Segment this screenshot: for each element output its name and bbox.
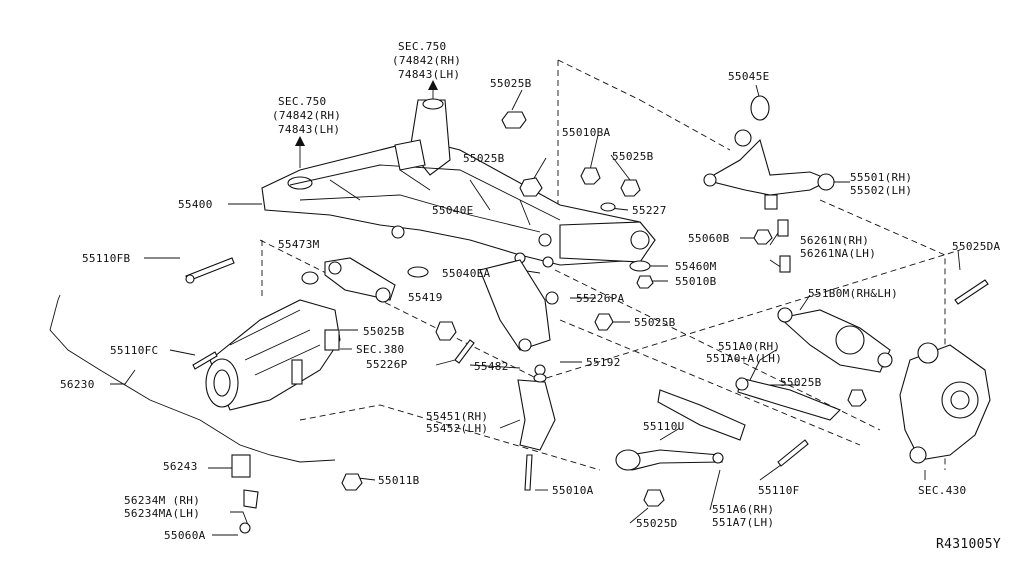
label-551a7[interactable]: 551A7(LH) xyxy=(712,516,774,529)
label-55502[interactable]: 55502(LH) xyxy=(850,184,912,197)
label-sec750-top[interactable]: SEC.750 xyxy=(398,40,446,53)
label-55226p[interactable]: 55226P xyxy=(366,358,408,371)
link-551a6 xyxy=(615,389,746,471)
upper-link-arm xyxy=(703,95,835,210)
label-74843-top[interactable]: 74843(LH) xyxy=(398,68,460,81)
label-74842-left[interactable]: (74842(RH) xyxy=(272,109,341,122)
label-55025b-mid[interactable]: 55025B xyxy=(463,152,505,165)
label-55011b[interactable]: 55011B xyxy=(378,474,420,487)
label-55010ba[interactable]: 55010BA xyxy=(562,126,611,139)
label-56243[interactable]: 56243 xyxy=(163,460,198,473)
label-55452[interactable]: 55452(LH) xyxy=(426,422,488,435)
label-55025b-top[interactable]: 55025B xyxy=(490,77,532,90)
label-sec430[interactable]: SEC.430 xyxy=(918,484,966,497)
part-labels: SEC.750 (74842(RH) 74843(LH) SEC.750 (74… xyxy=(60,40,1001,552)
label-55025d[interactable]: 55025D xyxy=(636,517,678,530)
label-55025b-center[interactable]: 55025B xyxy=(363,325,405,338)
label-55025da[interactable]: 55025DA xyxy=(952,240,1001,253)
label-55110f[interactable]: 55110F xyxy=(758,484,800,497)
label-55400[interactable]: 55400 xyxy=(178,198,213,211)
label-55025b-lower-right[interactable]: 55025B xyxy=(634,316,676,329)
label-55110u[interactable]: 55110U xyxy=(643,420,685,433)
label-55451[interactable]: 55451(RH) xyxy=(426,410,488,423)
label-56261n[interactable]: 56261N(RH) xyxy=(800,234,869,247)
label-74842-top[interactable]: (74842(RH) xyxy=(392,54,461,67)
label-55010b[interactable]: 55010B xyxy=(675,275,717,288)
label-551b0m[interactable]: 551B0M(RH&LH) xyxy=(808,287,898,300)
differential-carrier xyxy=(205,299,341,411)
label-55473m[interactable]: 55473M xyxy=(278,238,320,251)
lower-link-arm xyxy=(777,307,893,373)
label-55060a[interactable]: 55060A xyxy=(164,529,206,542)
label-56234ma[interactable]: 56234MA(LH) xyxy=(124,507,200,520)
label-55025b-right[interactable]: 55025B xyxy=(612,150,654,163)
label-55025b-link[interactable]: 55025B xyxy=(780,376,822,389)
label-55460m[interactable]: 55460M xyxy=(675,260,717,273)
label-551a6[interactable]: 551A6(RH) xyxy=(712,503,774,516)
label-551a0a[interactable]: 551A0+A(LH) xyxy=(706,352,782,365)
label-55010a[interactable]: 55010A xyxy=(552,484,594,497)
label-56234m[interactable]: 56234M (RH) xyxy=(124,494,200,507)
dashed-boundary xyxy=(259,59,961,471)
arrow-sec750-left xyxy=(295,136,305,168)
label-55060b[interactable]: 55060B xyxy=(688,232,730,245)
label-56230[interactable]: 56230 xyxy=(60,378,95,391)
label-55040ea[interactable]: 55040EA xyxy=(442,267,491,280)
label-55045e[interactable]: 55045E xyxy=(728,70,770,83)
label-sec750-left[interactable]: SEC.750 xyxy=(278,95,326,108)
axle-housing xyxy=(899,342,991,464)
label-55419[interactable]: 55419 xyxy=(408,291,443,304)
diagram-ref-code: R431005Y xyxy=(936,537,1001,552)
label-55482[interactable]: 55482 xyxy=(474,360,509,373)
link-551a0 xyxy=(735,377,841,421)
fasteners xyxy=(185,111,989,507)
label-551a0[interactable]: 551A0(RH) xyxy=(718,340,780,353)
label-sec380[interactable]: SEC.380 xyxy=(356,343,404,356)
stabilizer-bar xyxy=(49,294,336,534)
label-55110fb[interactable]: 55110FB xyxy=(82,252,131,265)
label-55226pa[interactable]: 55226PA xyxy=(576,292,625,305)
label-56261na[interactable]: 56261NA(LH) xyxy=(800,247,876,260)
label-55227[interactable]: 55227 xyxy=(632,204,667,217)
label-74843-left[interactable]: 74843(LH) xyxy=(278,123,340,136)
label-55110fc[interactable]: 55110FC xyxy=(110,344,158,357)
label-55501[interactable]: 55501(RH) xyxy=(850,171,912,184)
center-lower-bracket xyxy=(479,259,556,451)
label-55040e[interactable]: 55040E xyxy=(432,204,474,217)
label-55192[interactable]: 55192 xyxy=(586,356,621,369)
